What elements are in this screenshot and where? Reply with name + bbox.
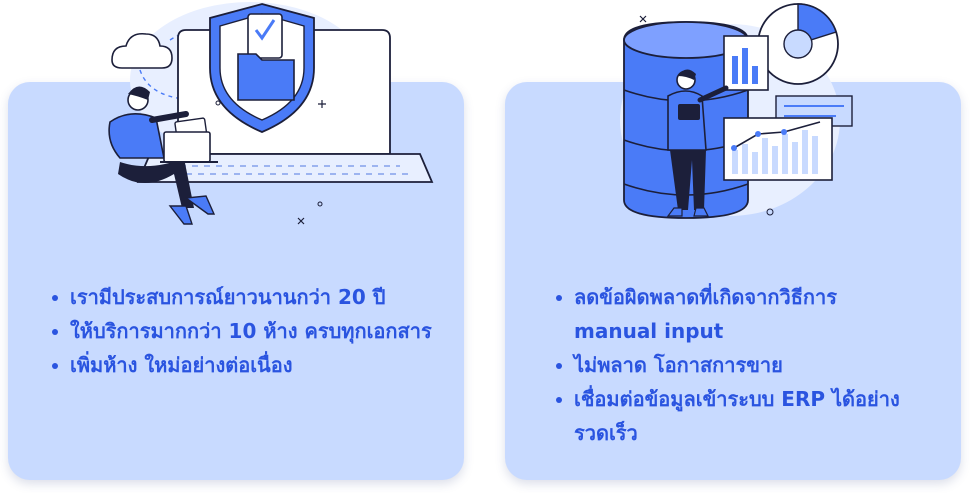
line-chart-icon — [723, 117, 833, 181]
left-bullet-2: ให้บริการมากกว่า 10 ห้าง ครบทุกเอกสาร — [52, 314, 432, 348]
bar-chart-icon — [723, 35, 769, 91]
pie-chart-icon — [757, 3, 839, 85]
cloud-icon — [111, 32, 173, 69]
left-feature-list: เรามีประสบการณ์ยาวนานกว่า 20 ปี ให้บริกา… — [52, 280, 432, 382]
security-laptop-illustration — [108, 2, 434, 225]
document-check-icon — [247, 13, 283, 59]
right-bullet-2: ไม่พลาด โอกาสการขาย — [556, 348, 916, 382]
left-bullet-1: เรามีประสบการณ์ยาวนานกว่า 20 ปี — [52, 280, 432, 314]
database-analytics-illustration — [620, 3, 853, 219]
right-bullet-3: เชื่อมต่อข้อมูลเข้าระบบ ERP ได้อย่างรวดเ… — [556, 382, 916, 450]
person-with-tablet — [666, 69, 729, 217]
right-feature-list: ลดข้อผิดพลาดที่เกิดจากวิธีการ manual inp… — [556, 280, 916, 450]
folder-icon — [237, 53, 295, 101]
person-with-laptop — [108, 86, 218, 225]
right-bullet-1: ลดข้อผิดพลาดที่เกิดจากวิธีการ manual inp… — [556, 280, 916, 348]
left-bullet-3: เพิ่มห้าง ใหม่อย่างต่อเนื่อง — [52, 348, 432, 382]
